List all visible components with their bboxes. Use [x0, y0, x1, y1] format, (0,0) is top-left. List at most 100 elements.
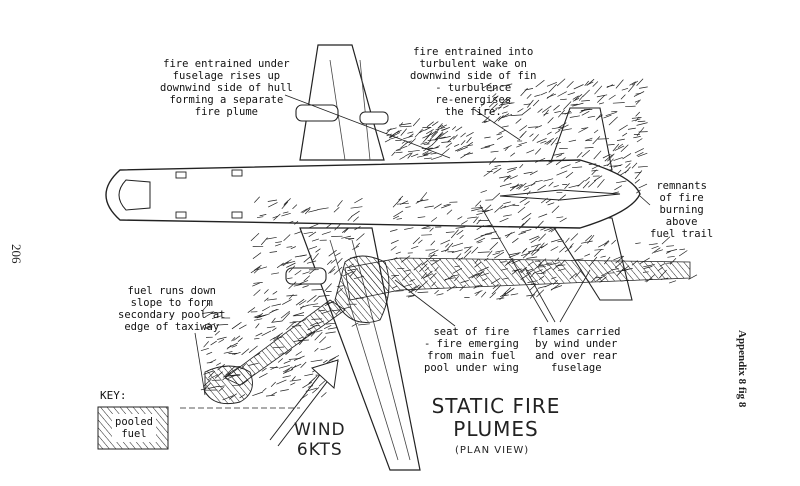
- fire-stroke: [588, 180, 597, 188]
- fire-stroke: [385, 128, 392, 134]
- fire-stroke: [451, 242, 464, 247]
- fire-stroke: [425, 249, 435, 251]
- fire-stroke: [564, 246, 573, 253]
- fire-stroke: [419, 263, 428, 273]
- fire-stroke: [519, 197, 528, 203]
- fire-stroke: [203, 322, 210, 327]
- fire-stroke: [253, 314, 262, 318]
- fire-stroke: [489, 292, 497, 299]
- fire-stroke: [218, 386, 224, 392]
- fire-stroke: [421, 234, 432, 236]
- fuselage-windows: [175, 169, 243, 219]
- fire-stroke: [252, 391, 264, 397]
- fire-stroke: [517, 206, 526, 214]
- lower-engine: [285, 267, 327, 285]
- fire-stroke: [478, 266, 489, 272]
- fire-stroke: [568, 184, 581, 189]
- fire-stroke: [572, 166, 583, 169]
- fire-stroke: [282, 211, 289, 214]
- fire-stroke: [392, 285, 398, 289]
- fire-stroke: [358, 323, 370, 326]
- fire-stroke: [581, 149, 591, 158]
- fire-stroke: [596, 274, 607, 282]
- fire-stroke: [548, 181, 554, 187]
- fire-stroke: [572, 97, 580, 102]
- fire-stroke: [307, 330, 316, 337]
- tail-stabiliser-lower: [546, 217, 633, 301]
- fire-stroke: [557, 91, 567, 97]
- fire-stroke: [348, 263, 354, 267]
- fire-stroke: [490, 150, 499, 153]
- fire-stroke: [316, 320, 325, 325]
- fire-stroke: [492, 252, 501, 256]
- fire-stroke: [466, 141, 473, 147]
- fire-stroke: [407, 149, 420, 153]
- fire-stroke: [428, 252, 436, 260]
- fire-stroke: [584, 253, 591, 257]
- fire-stroke: [440, 136, 451, 140]
- fire-stroke: [445, 242, 454, 252]
- fire-stroke: [468, 273, 477, 279]
- fire-stroke: [541, 105, 552, 113]
- fire-stroke: [543, 112, 549, 116]
- fire-stroke: [491, 277, 501, 285]
- fire-stroke: [266, 298, 277, 301]
- fire-stroke: [263, 297, 269, 302]
- fire-stroke: [527, 261, 534, 266]
- fire-stroke: [618, 124, 628, 131]
- fire-stroke: [539, 263, 549, 267]
- fire-stroke: [499, 183, 512, 187]
- fire-stroke: [445, 142, 453, 148]
- fire-stroke: [408, 133, 414, 138]
- fire-stroke: [501, 83, 513, 87]
- fire-stroke: [455, 126, 463, 132]
- fire-stroke: [311, 289, 323, 291]
- fire-stroke: [600, 255, 606, 258]
- fire-stroke: [291, 376, 296, 381]
- fire-stroke: [593, 129, 599, 134]
- fire-stroke: [217, 336, 227, 340]
- annotation-wake-fin: fire entrained into turbulent wake on do…: [410, 46, 537, 118]
- fire-stroke: [608, 94, 616, 100]
- fire-stroke: [627, 127, 636, 130]
- fire-stroke: [620, 94, 626, 100]
- fire-stroke: [391, 274, 397, 280]
- fire-stroke: [568, 139, 577, 143]
- fire-stroke: [631, 117, 642, 119]
- fire-stroke: [622, 153, 632, 160]
- fire-stroke: [498, 129, 506, 134]
- fire-stroke: [312, 253, 319, 261]
- fire-stroke: [688, 274, 698, 280]
- fire-stroke: [481, 120, 487, 123]
- fire-stroke: [604, 240, 609, 245]
- fire-stroke: [415, 285, 422, 293]
- fire-stroke: [526, 190, 531, 196]
- fire-stroke: [570, 233, 579, 241]
- fire-stroke: [667, 255, 675, 258]
- fire-stroke: [239, 394, 246, 399]
- fire-stroke: [416, 199, 429, 202]
- fire-stroke: [254, 352, 261, 357]
- fire-stroke: [613, 255, 624, 261]
- fire-stroke: [653, 249, 664, 253]
- fire-stroke: [283, 234, 291, 241]
- fire-stroke: [326, 322, 336, 325]
- fire-stroke: [551, 126, 564, 130]
- fire-stroke: [573, 84, 584, 90]
- fire-stroke: [266, 236, 277, 240]
- fire-stroke: [488, 102, 494, 108]
- fire-stroke: [225, 366, 235, 376]
- fire-stroke: [452, 267, 463, 274]
- fire-stroke: [490, 86, 498, 92]
- fire-stroke: [480, 233, 493, 237]
- fire-stroke: [615, 255, 625, 264]
- fire-stroke: [308, 223, 319, 229]
- fire-stroke: [283, 360, 291, 364]
- fire-stroke: [552, 279, 558, 285]
- fire-stroke: [510, 114, 523, 116]
- fire-stroke: [350, 206, 363, 209]
- fire-stroke: [494, 251, 505, 259]
- fire-stroke: [547, 131, 552, 135]
